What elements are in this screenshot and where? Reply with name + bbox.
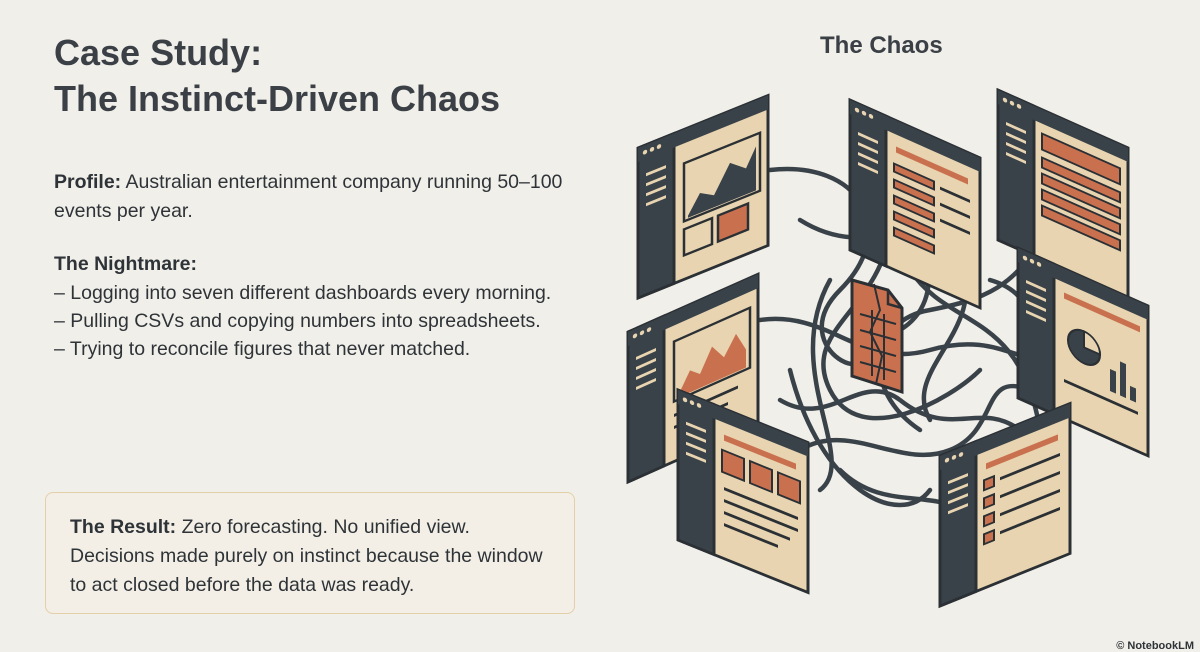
list-item: – Pulling CSVs and copying numbers into … (54, 310, 541, 332)
dashboard-panel-icon (1016, 246, 1150, 458)
title-line-2: The Instinct-Driven Chaos (54, 78, 501, 119)
list-item: – Trying to reconcile figures that never… (54, 338, 471, 360)
illustration-title: The Chaos (820, 32, 943, 59)
list-item: – Logging into seven different dashboard… (54, 282, 552, 304)
dashboard-panel-icon (938, 401, 1072, 608)
slide-title: Case Study: The Instinct-Driven Chaos (54, 30, 614, 122)
dashboard-panel-icon (848, 98, 982, 310)
dashboard-panel-icon (676, 388, 810, 595)
spreadsheet-file-icon (850, 278, 904, 395)
profile-paragraph: Profile: Australian entertainment compan… (54, 168, 614, 226)
dashboard-panel-icon (996, 88, 1130, 300)
result-text: Zero forecasting. No unified view. Decis… (70, 516, 543, 596)
title-line-1: Case Study: (54, 32, 263, 73)
nightmare-list: – Logging into seven different dashboard… (54, 279, 614, 363)
watermark: © NotebookLM (1116, 640, 1194, 652)
result-paragraph: The Result: Zero forecasting. No unified… (70, 513, 550, 600)
result-label: The Result: (70, 516, 177, 538)
chaos-illustration (626, 88, 1150, 608)
nightmare-heading: The Nightmare: (54, 253, 198, 275)
result-callout: The Result: Zero forecasting. No unified… (45, 492, 575, 614)
text-column: Case Study: The Instinct-Driven Chaos Pr… (54, 30, 614, 363)
profile-label: Profile: (54, 171, 122, 193)
dashboard-panel-icon (636, 93, 770, 300)
profile-text: Australian entertainment company running… (54, 171, 563, 222)
